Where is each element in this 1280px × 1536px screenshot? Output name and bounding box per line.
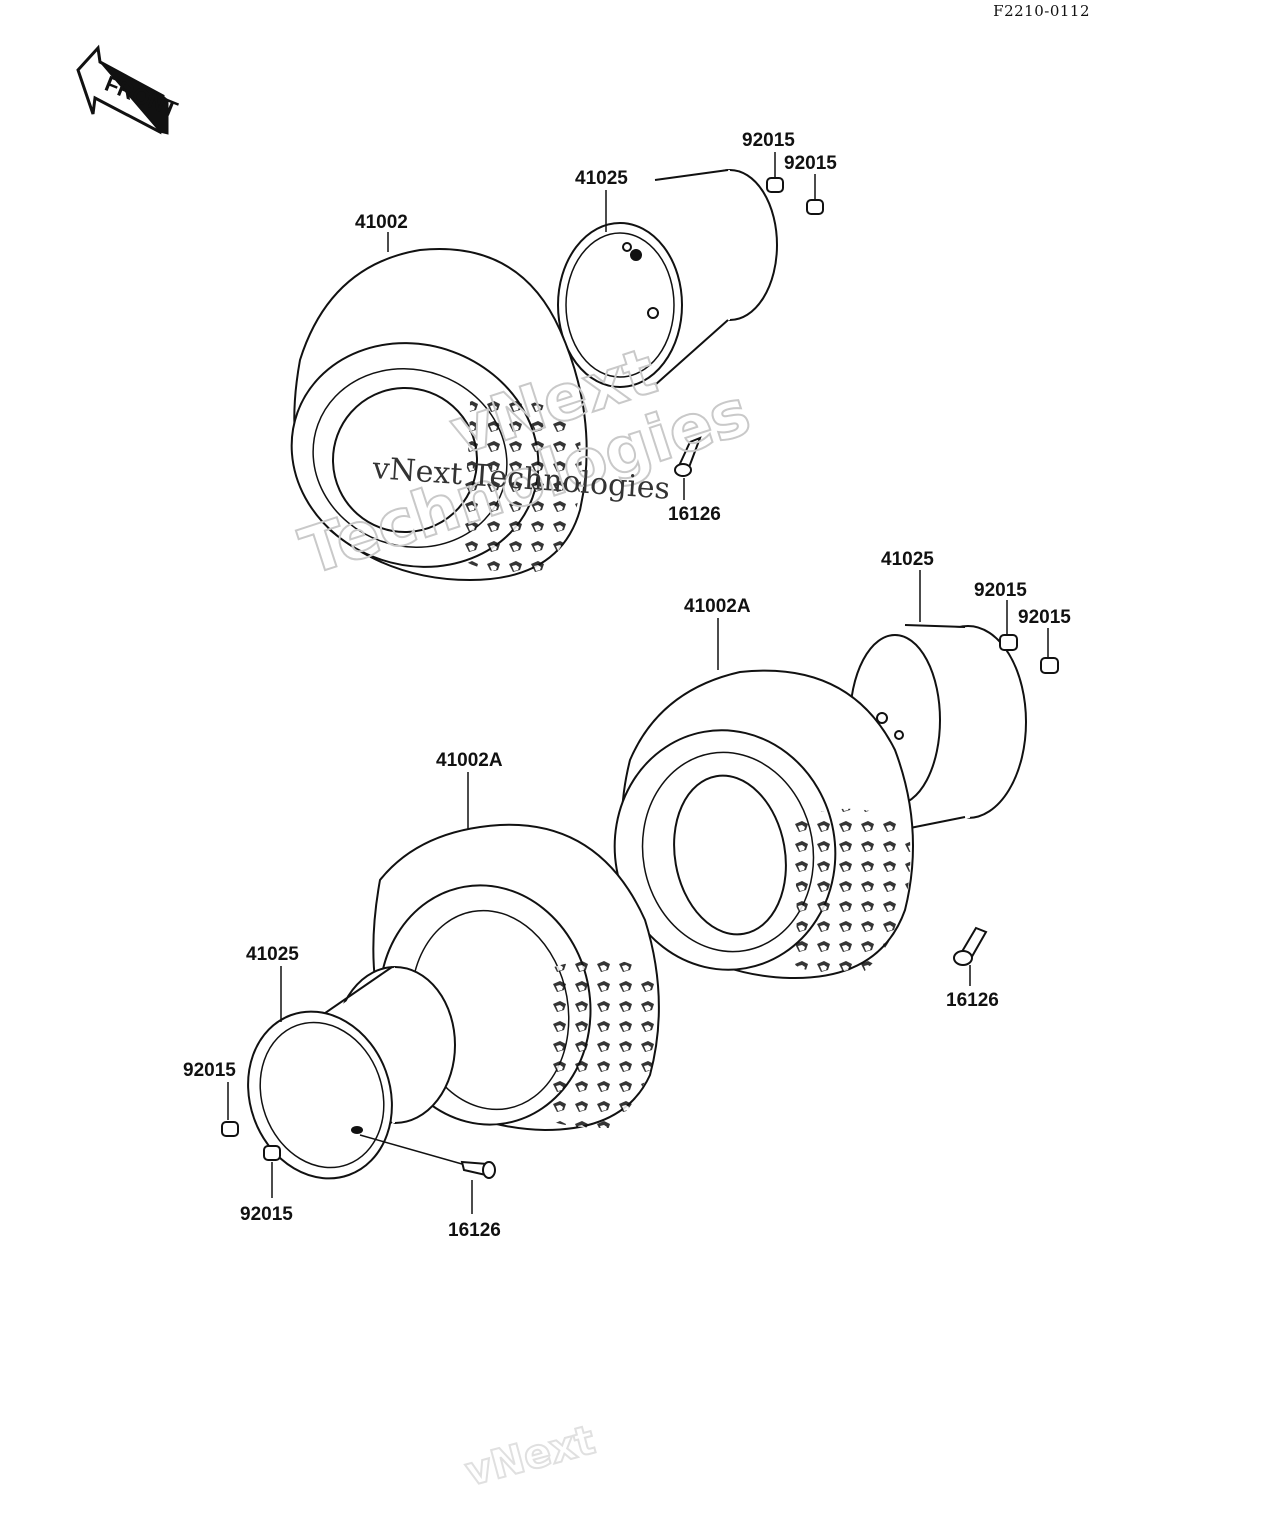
label-nut-right-2: 92015 — [1018, 607, 1071, 628]
nut-right-2-icon — [1040, 657, 1059, 674]
diagram-code: F2210-0112 — [993, 2, 1090, 20]
label-tire-front: 41002 — [355, 212, 408, 233]
leader-lines — [227, 152, 1049, 1214]
nut-right-1-icon — [999, 634, 1018, 651]
tire-front — [290, 248, 588, 582]
label-nut-top-1: 92015 — [742, 130, 795, 151]
tire-rear-left — [372, 823, 661, 1132]
watermark-footer: vNext — [461, 1417, 600, 1495]
valve-top-icon — [674, 436, 702, 477]
valve-left-icon — [359, 1134, 496, 1179]
label-nut-left-2: 92015 — [240, 1204, 293, 1225]
label-wheel-right: 41025 — [881, 549, 934, 570]
label-tire-rear-left: 41002A — [436, 750, 503, 771]
nut-left-1-icon — [221, 1121, 239, 1137]
nut-top-1-icon — [766, 177, 784, 193]
wheel-rim-top — [557, 169, 778, 388]
label-wheel-top: 41025 — [575, 168, 628, 189]
valve-right-icon — [953, 926, 988, 966]
nut-top-2-icon — [806, 199, 824, 215]
label-nut-right-1: 92015 — [974, 580, 1027, 601]
label-valve-left: 16126 — [448, 1220, 501, 1241]
front-arrow-icon: FRONT — [76, 44, 182, 135]
label-valve-top: 16126 — [668, 504, 721, 525]
label-nut-top-2: 92015 — [784, 153, 837, 174]
label-nut-left-1: 92015 — [183, 1060, 236, 1081]
label-wheel-left: 41025 — [246, 944, 299, 965]
tire-rear-right — [613, 669, 914, 980]
wheel-rim-left — [247, 966, 456, 1180]
label-valve-right: 16126 — [946, 990, 999, 1011]
nut-left-2-icon — [263, 1145, 281, 1161]
label-tire-rear-right: 41002A — [684, 596, 751, 617]
